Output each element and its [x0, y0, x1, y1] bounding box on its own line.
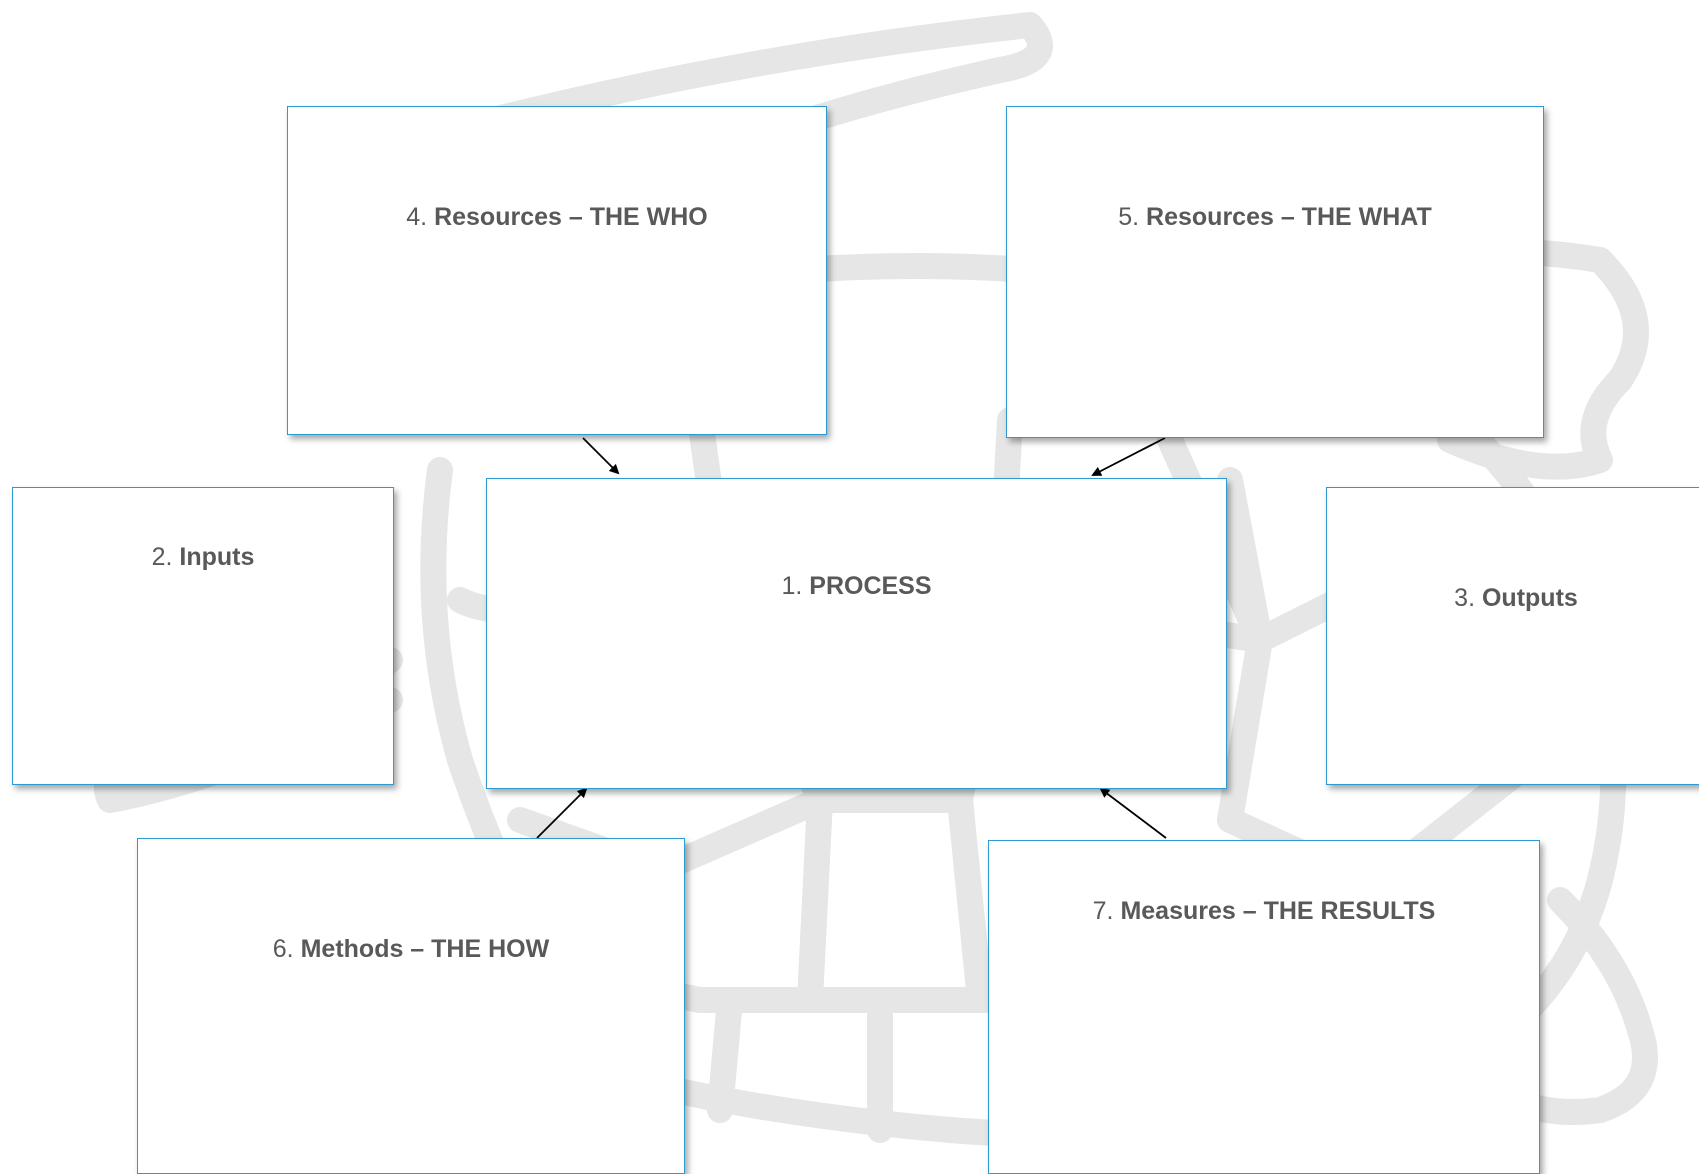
outputs-title: Outputs	[1481, 584, 1578, 612]
inputs-title: Inputs	[179, 543, 255, 571]
resources-who-label: 4. Resources – THE WHO	[288, 203, 826, 232]
inputs-label: 2. Inputs	[13, 543, 393, 572]
resources-who-number: 4.	[406, 203, 428, 231]
measures-results-title: Measures – THE RESULTS	[1120, 897, 1436, 925]
methods-how-title: Methods – THE HOW	[300, 935, 550, 963]
measures-results-number: 7.	[1092, 897, 1114, 925]
resources-who-box: 4. Resources – THE WHO	[287, 106, 827, 435]
inputs-box: 2. Inputs	[12, 487, 394, 785]
resources-what-box: 5. Resources – THE WHAT	[1006, 106, 1544, 438]
methods-how-number: 6.	[272, 935, 294, 963]
resources-what-title: Resources – THE WHAT	[1146, 203, 1432, 231]
inputs-number: 2.	[151, 543, 173, 571]
outputs-box: 3. Outputs	[1326, 487, 1699, 785]
resources-who-title: Resources – THE WHO	[434, 203, 708, 231]
resources-what-number: 5.	[1118, 203, 1140, 231]
process-number: 1.	[781, 572, 803, 600]
methods-how-box: 6. Methods – THE HOW	[137, 838, 685, 1174]
measures-results-box: 7. Measures – THE RESULTS	[988, 840, 1540, 1174]
outputs-number: 3.	[1454, 584, 1476, 612]
outputs-label: 3. Outputs	[1327, 584, 1699, 613]
process-box: 1. PROCESS	[486, 478, 1227, 789]
process-title: PROCESS	[809, 572, 932, 600]
methods-how-label: 6. Methods – THE HOW	[138, 935, 684, 964]
process-label: 1. PROCESS	[487, 572, 1226, 601]
measures-results-label: 7. Measures – THE RESULTS	[989, 897, 1539, 926]
resources-what-label: 5. Resources – THE WHAT	[1007, 203, 1543, 232]
